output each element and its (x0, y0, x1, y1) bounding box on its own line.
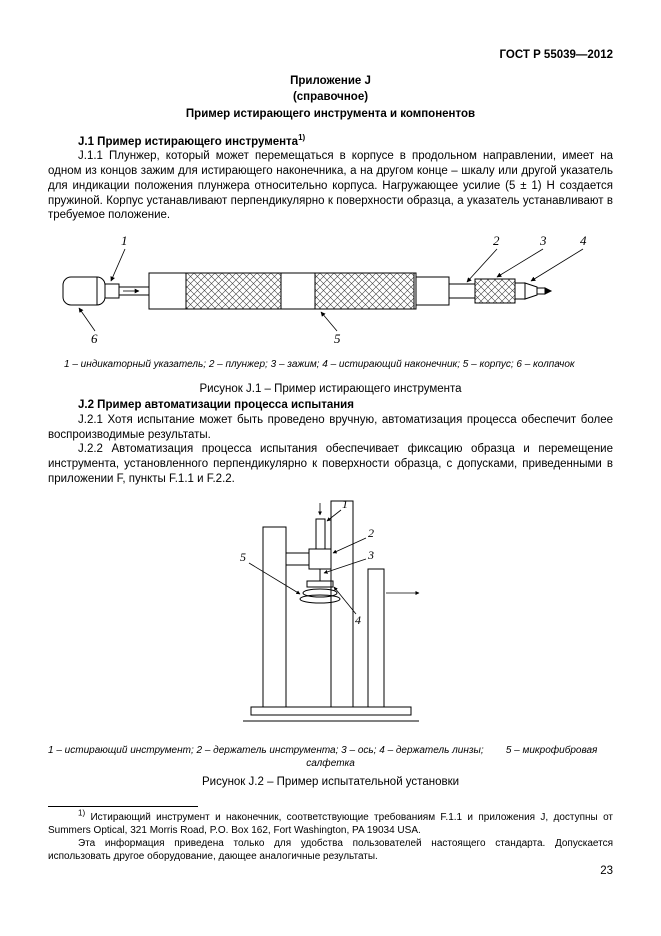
footnote-marker: 1) (78, 808, 86, 818)
test-stand-outline (243, 500, 419, 722)
holder-arm (285, 552, 310, 566)
section-j1-heading-text: J.1 Пример истирающего инструмента (78, 135, 299, 148)
instrument-holder (308, 548, 332, 570)
tool-neck (104, 283, 119, 299)
lens (302, 588, 338, 598)
doc-number: ГОСТ Р 55039—2012 (499, 49, 613, 61)
figure-j1: 1 2 3 4 5 6 (48, 231, 613, 351)
tool-clamp (474, 278, 515, 304)
figure-j2-drawing: 1 2 3 4 5 (240, 497, 420, 722)
appendix-title: Приложение J (справочное) Пример истираю… (48, 73, 613, 123)
figure-j1-drawing: 1 2 3 4 5 6 (62, 233, 587, 346)
tool-cap (62, 276, 105, 306)
appendix-title-line1: Приложение J (290, 74, 371, 87)
tool-step (415, 276, 449, 306)
figure-j2-legend-line2: салфетка (306, 758, 355, 770)
microfiber-cloth (299, 594, 341, 604)
footnote-paragraph-1: 1) Истирающий инструмент и наконечник, с… (48, 808, 613, 837)
tool-knurl-band-1 (185, 272, 281, 310)
tool-tip-point (544, 287, 552, 295)
figure-j2-callout-4: 4 (355, 613, 361, 627)
page-number: 23 (600, 865, 613, 877)
appendix-title-line2: (справочное) (292, 91, 369, 104)
footnote-paragraph-2: Эта информация приведена только для удоб… (48, 838, 613, 862)
section-j2-heading: J.2 Пример автоматизации процесса испыта… (78, 399, 354, 412)
stand-center-column (330, 500, 354, 708)
stand-base (250, 706, 412, 716)
figure-j2-callout-2: 2 (368, 526, 374, 540)
section-j1-heading: J.1 Пример истирающего инструмента1) (48, 132, 613, 150)
figure-j1-callout-4: 4 (580, 233, 587, 248)
figure-j1-callout-3: 3 (539, 233, 547, 248)
footnote-rule (48, 806, 198, 807)
footnote-ref-marker: 1) (298, 132, 306, 142)
figure-j2-leader-lines (248, 509, 367, 614)
stand-left-column (262, 526, 287, 708)
tool-tip-holder (514, 282, 525, 300)
tool-tip-shaft (536, 287, 545, 295)
figure-j1-callout-2: 2 (493, 233, 500, 248)
footnote-text-1: Истирающий инструмент и наконечник, соот… (48, 812, 613, 836)
figure-j1-leader-lines (78, 248, 583, 332)
paragraph-j1-1: J.1.1 Плунжер, который может перемещатьс… (48, 150, 613, 222)
figure-j1-legend: 1 – индикаторный указатель; 2 – плунжер;… (64, 358, 575, 370)
tool-plunger-shaft (448, 283, 475, 299)
lens-holder (306, 580, 334, 588)
abrading-instrument (315, 518, 326, 550)
figure-j2: 1 2 3 4 5 (48, 495, 613, 740)
appendix-title-line3: Пример истирающего инструмента и компоне… (185, 108, 476, 121)
abrading-tool-outline (62, 272, 552, 310)
figure-j1-callout-6: 6 (91, 331, 98, 346)
paragraph-j2-1: J.2.1 Хотя испытание может быть проведен… (48, 414, 613, 441)
paragraph-j2-2: J.2.2 Автоматизация процесса испытания о… (48, 443, 613, 485)
figure-j2-callout-1: 1 (342, 497, 348, 511)
figure-j1-callout-1: 1 (121, 233, 128, 248)
figure-j2-callout-3: 3 (367, 548, 374, 562)
figure-j2-caption: Рисунок J.2 – Пример испытательной устан… (201, 775, 460, 788)
tool-knurl-band-2 (314, 272, 414, 310)
footnote-area: 1) Истирающий инструмент и наконечник, с… (48, 806, 613, 863)
figure-j1-caption: Рисунок J.1 – Пример истирающего инструм… (199, 382, 462, 395)
figure-j2-callout-5: 5 (240, 550, 246, 564)
figure-j1-callout-5: 5 (334, 331, 341, 346)
tool-tip-cone (524, 282, 537, 300)
figure-j2-legend-line1: 1 – истирающий инструмент; 2 – держатель… (48, 745, 598, 757)
stand-right-post (367, 568, 385, 708)
